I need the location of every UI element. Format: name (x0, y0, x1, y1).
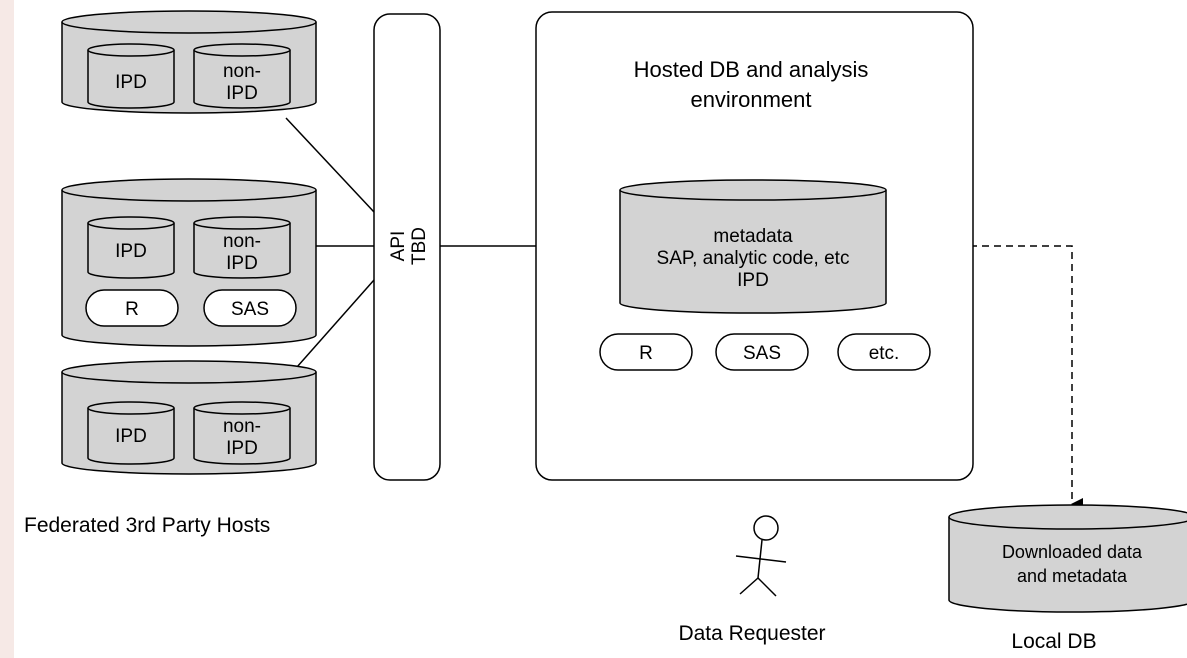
hosted-db: metadata SAP, analytic code, etc IPD (619, 179, 887, 314)
local-db-content-line1: Downloaded data (1002, 542, 1143, 562)
non-ipd-db-label-line1: non- (223, 231, 261, 252)
data-requester-label: Data Requester (678, 622, 825, 645)
hosted-env-title-line2: environment (690, 87, 811, 112)
ipd-db-label: IPD (115, 72, 147, 93)
non-ipd-db-label-line2: IPD (226, 83, 258, 104)
federated-host-3: IPD non- IPD (61, 360, 317, 475)
tool-etc-label: etc. (869, 343, 900, 364)
tool-r-label: R (639, 343, 653, 364)
hosted-env-title-line1: Hosted DB and analysis (634, 57, 869, 82)
ipd-db-label: IPD (115, 241, 147, 262)
federated-host-1: IPD non- IPD (61, 10, 317, 114)
tool-sas-pill: SAS (715, 333, 809, 371)
stick-figure-icon (735, 515, 787, 597)
tool-r-pill: R (85, 289, 179, 327)
hosted-db-line1: metadata (713, 226, 793, 247)
tool-sas-label: SAS (231, 299, 269, 320)
local-db: Downloaded data and metadata (948, 504, 1187, 613)
api-bar: API TBD (373, 13, 441, 481)
tool-sas-label: SAS (743, 343, 781, 364)
non-ipd-db: non- IPD (193, 401, 291, 465)
non-ipd-db: non- IPD (193, 216, 291, 279)
federated-hosts-caption: Federated 3rd Party Hosts (24, 514, 270, 537)
ipd-db: IPD (87, 401, 175, 465)
tool-sas-pill: SAS (203, 289, 297, 327)
local-db-caption: Local DB (1011, 630, 1096, 653)
hosted-db-line3: IPD (737, 270, 769, 291)
tool-etc-pill: etc. (837, 333, 931, 371)
tool-r-label: R (125, 299, 139, 320)
tool-r-pill: R (599, 333, 693, 371)
local-db-content-line2: and metadata (1017, 566, 1128, 586)
ipd-db: IPD (87, 43, 175, 109)
federated-host-2: IPD non- IPD R SAS (61, 178, 317, 347)
ipd-db: IPD (87, 216, 175, 279)
tbd-label: TBD (409, 227, 430, 265)
connector-host1-api (285, 117, 375, 213)
architecture-diagram: IPD non- IPD IPD non- IPD R SA (24, 10, 1187, 653)
non-ipd-db-label-line2: IPD (226, 438, 258, 459)
hosted-environment: Hosted DB and analysis environment metad… (535, 11, 974, 481)
non-ipd-db-label-line1: non- (223, 416, 261, 437)
ipd-db-label: IPD (115, 426, 147, 447)
hosted-db-line2: SAP, analytic code, etc (657, 248, 850, 269)
diagram-canvas: IPD non- IPD IPD non- IPD R SA (14, 0, 1187, 658)
non-ipd-db-label-line1: non- (223, 61, 261, 82)
non-ipd-db: non- IPD (193, 43, 291, 109)
non-ipd-db-label-line2: IPD (226, 253, 258, 274)
api-label: API (388, 231, 409, 262)
